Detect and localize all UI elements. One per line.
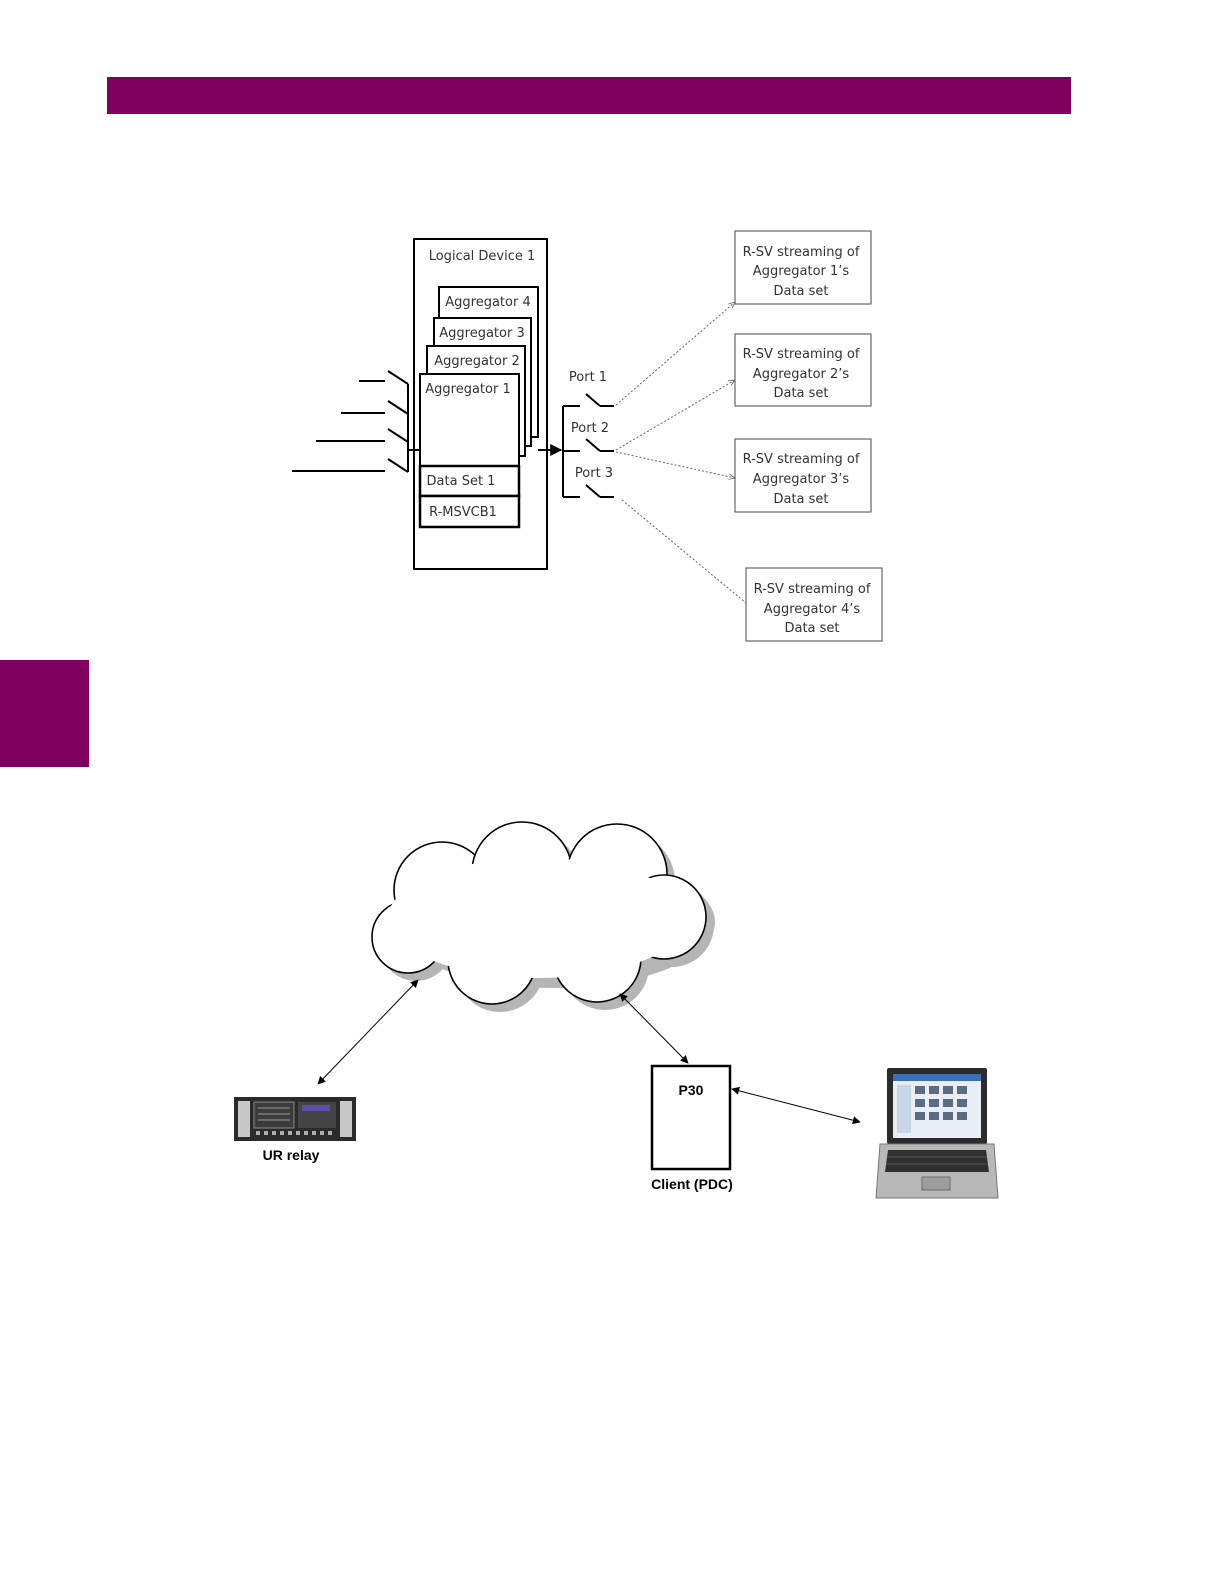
stream-1-line-3: Data set	[773, 284, 828, 299]
port-2-label: Port 2	[571, 421, 609, 436]
logical-device-diagram: Logical Device 1 Aggregator 4 Aggregator…	[292, 230, 883, 642]
stream-connectors	[615, 302, 747, 604]
side-chapter-tab	[0, 660, 89, 767]
stream-box-3: R-SV streaming of Aggregator 3’s Data se…	[734, 438, 872, 513]
control-block-label: R-MSVCB1	[429, 505, 497, 520]
relay-network-link	[317, 979, 419, 1085]
stream-2-line-3: Data set	[773, 386, 828, 401]
data-set-label: Data Set 1	[427, 474, 496, 489]
control-block-box	[418, 494, 521, 529]
port-3-label: Port 3	[575, 466, 613, 481]
stream-4-line-2: Aggregator 4’s	[764, 602, 861, 617]
client-pdc-label: Client (PDC)	[651, 1176, 733, 1192]
port-1-label: Port 1	[569, 370, 607, 385]
stream-1-line-2: Aggregator 1’s	[753, 264, 850, 279]
ur-relay-icon	[234, 1097, 356, 1141]
data-set-box	[418, 464, 521, 498]
p30-laptop-link	[731, 1086, 861, 1125]
stream-3-line-1: R-SV streaming of	[743, 452, 860, 467]
aggregator-3-label: Aggregator 3	[439, 326, 524, 341]
stream-4-line-3: Data set	[784, 621, 839, 636]
stream-4-line-1: R-SV streaming of	[754, 582, 871, 597]
laptop-icon	[875, 1068, 999, 1199]
network-diagram: UR relay P30 Client (PDC)	[234, 821, 999, 1199]
stream-box-1: R-SV streaming of Aggregator 1’s Data se…	[734, 230, 872, 305]
input-switches	[292, 370, 420, 473]
aggregator-1-label: Aggregator 1	[425, 382, 510, 397]
stream-box-4: R-SV streaming of Aggregator 4’s Data se…	[745, 567, 883, 642]
stream-2-line-1: R-SV streaming of	[743, 347, 860, 362]
logical-device-label: Logical Device 1	[429, 249, 536, 264]
port-switches	[562, 393, 614, 498]
stream-box-2: R-SV streaming of Aggregator 2’s Data se…	[734, 333, 872, 407]
p30-network-link	[619, 993, 689, 1064]
header-bar	[107, 77, 1071, 114]
stream-1-line-1: R-SV streaming of	[743, 245, 860, 260]
stream-3-line-2: Aggregator 3’s	[753, 472, 850, 487]
stream-3-line-3: Data set	[773, 492, 828, 507]
p30-device-box	[650, 1064, 732, 1171]
aggregator-2-label: Aggregator 2	[434, 354, 519, 369]
aggregator-4-label: Aggregator 4	[445, 295, 530, 310]
stream-2-line-2: Aggregator 2’s	[753, 367, 850, 382]
p30-label: P30	[679, 1082, 704, 1098]
ur-relay-label: UR relay	[263, 1147, 320, 1163]
aggregator-1-box	[419, 373, 520, 467]
